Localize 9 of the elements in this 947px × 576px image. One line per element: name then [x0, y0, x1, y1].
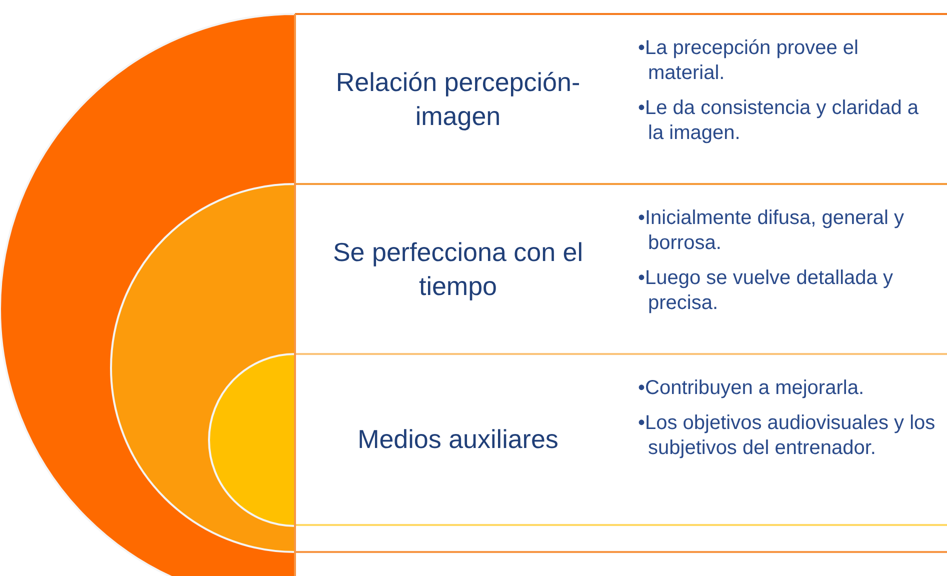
bullet-point: •Contribuyen a mejorarla.	[638, 376, 865, 401]
bullet-point: •Los objetivos audiovisuales y los subjetivos del entrenador.	[638, 411, 936, 461]
bullet-point: •Le da consistencia y claridad a la imagen.	[638, 96, 920, 146]
band-heading: Relación percepción-imagen	[334, 66, 582, 133]
bullet-point: •Luego se vuelve detallada y precisa.	[638, 266, 894, 316]
band-heading: Se perfecciona con el tiempo	[332, 236, 584, 303]
bullet-point: •La precepción provee el material.	[638, 36, 860, 86]
band-heading: Medios auxiliares	[358, 423, 558, 456]
bullet-point: •Inicialmente difusa, general y borrosa.	[638, 206, 906, 256]
